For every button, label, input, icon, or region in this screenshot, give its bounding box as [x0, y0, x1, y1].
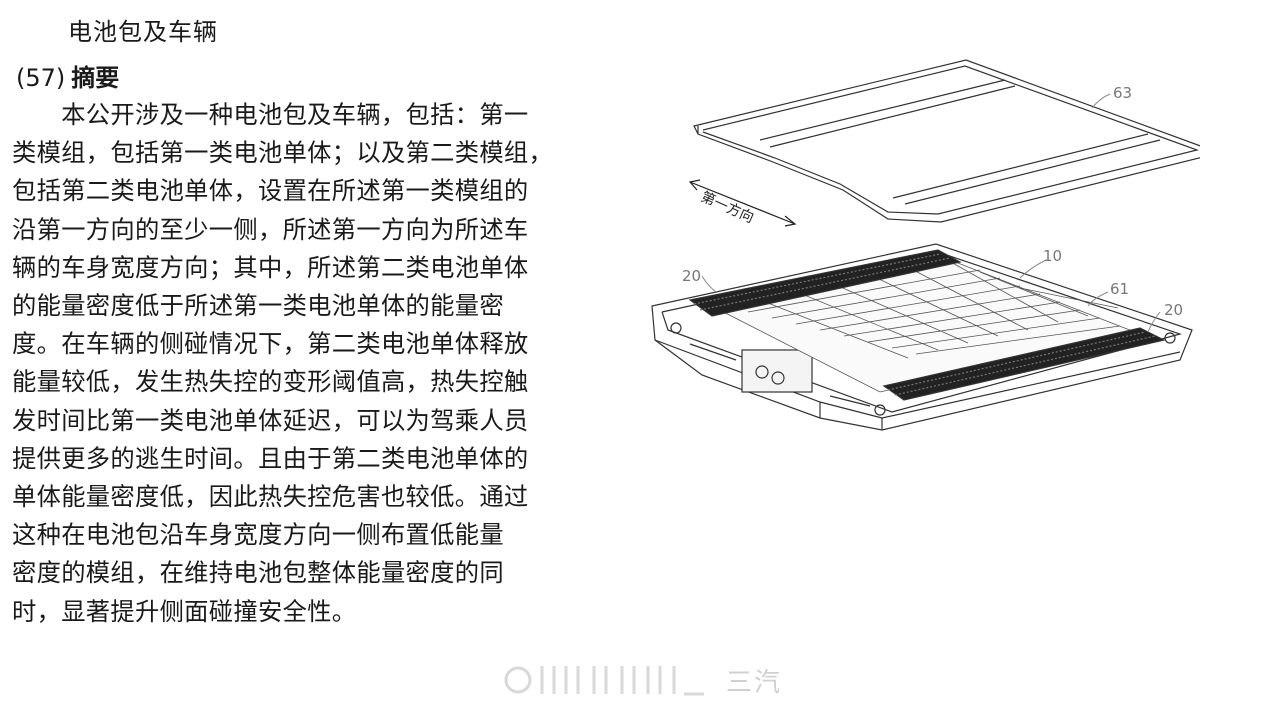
battery-pack-figure: 63 20 10 61 20 第一方向 [651, 59, 1200, 431]
abstract-body: 本公开涉及一种电池包及车辆，包括：第一 类模组，包括第一类电池单体；以及第二类模… [12, 96, 592, 631]
direction-arrow [688, 179, 797, 227]
watermark-logo-icon [504, 666, 704, 696]
abstract-line: 这种在电池包沿车身宽度方向一侧布置低能量 [12, 520, 504, 550]
abstract-label: 摘要 [71, 64, 120, 92]
abstract-line: 度。在车辆的侧碰情况下，第二类电池单体释放 [12, 329, 529, 359]
label-cover: 63 [1113, 84, 1132, 102]
direction-label: 第一方向 [698, 188, 756, 226]
watermark-text: 三汽 [725, 668, 782, 698]
label-module-left: 20 [682, 267, 701, 285]
label-tray: 61 [1110, 280, 1129, 298]
abstract-line: 本公开涉及一种电池包及车辆，包括：第一 [12, 100, 529, 129]
abstract-line: 包括第二类电池单体，设置在所述第一类模组的 [12, 176, 529, 206]
abstract-line: 提供更多的逃生时间。且由于第二类电池单体的 [12, 443, 529, 473]
document-title: 电池包及车辆 [68, 18, 218, 46]
abstract-line: 辆的车身宽度方向；其中，所述第二类电池单体 [12, 252, 529, 282]
abstract-heading: (57)摘要 [16, 58, 119, 93]
abstract-line: 沿第一方向的至少一侧，所述第一方向为所述车 [12, 214, 529, 244]
abstract-number: (57) [16, 64, 66, 92]
abstract-line: 能量较低，发生热失控的变形阈值高，热失控触 [12, 367, 529, 397]
second-type-module-left [688, 249, 962, 317]
abstract-line: 发时间比第一类电池单体延迟，可以为驾乘人员 [12, 405, 529, 435]
abstract-line: 单体能量密度低，因此热失控危害也较低。通过 [12, 482, 529, 512]
cover-plate [693, 59, 1200, 223]
abstract-line: 时，显著提升侧面碰撞安全性。 [12, 596, 357, 626]
second-type-module-right [882, 327, 1166, 401]
label-module-right: 20 [1164, 301, 1183, 319]
abstract-line: 类模组，包括第一类电池单体；以及第二类模组， [12, 138, 554, 168]
watermark: 三汽 [498, 660, 788, 700]
abstract-line: 的能量密度低于所述第一类电池单体的能量密 [12, 291, 504, 321]
label-main: 10 [1043, 247, 1062, 265]
abstract-line: 密度的模组，在维持电池包整体能量密度的同 [12, 558, 504, 588]
